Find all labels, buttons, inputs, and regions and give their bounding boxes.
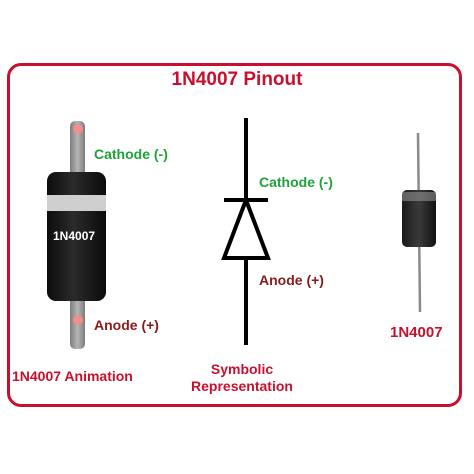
symbol-cathode-label: Cathode (-) (259, 174, 333, 190)
animation-anode-label: Anode (+) (94, 317, 159, 333)
anode-pin-marker (73, 315, 83, 325)
symbol-anode-label: Anode (+) (259, 272, 324, 288)
symbol-caption-line1: Symbolic (210, 361, 274, 377)
animation-cathode-label: Cathode (-) (94, 146, 168, 162)
photo-body (402, 190, 436, 247)
diode-symbol (221, 118, 271, 345)
photo-band (402, 192, 436, 201)
animation-caption: 1N4007 Animation (12, 368, 133, 384)
animated-diode (47, 121, 106, 349)
symbol-triangle (221, 194, 271, 260)
photo-caption: 1N4007 (390, 324, 443, 341)
page-title: 1N4007 Pinout (171, 69, 303, 90)
cathode-band (47, 195, 106, 211)
symbol-caption-line2: Representation (191, 378, 293, 394)
diode-body-text: 1N4007 (53, 229, 96, 243)
diagram-frame (7, 63, 462, 407)
photo-diode (402, 132, 436, 313)
cathode-pin-marker (73, 124, 83, 134)
